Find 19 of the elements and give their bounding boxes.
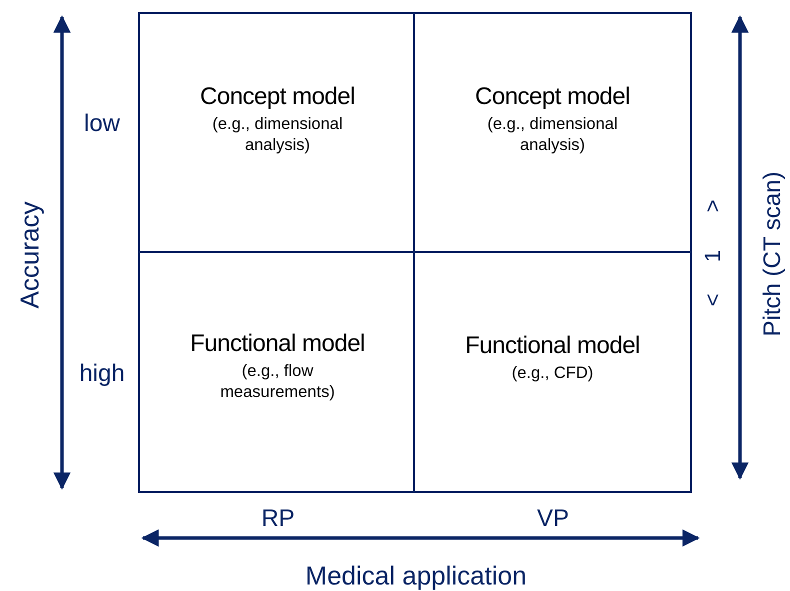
axis-title: Accuracy — [14, 202, 46, 308]
model-title: Concept model — [200, 83, 355, 112]
model-title: Concept model — [475, 83, 630, 112]
model-title: Functional model — [190, 330, 365, 358]
axis-label: 1 — [700, 250, 726, 262]
axis-label: > — [700, 200, 726, 212]
example-text: (e.g., dimensional analysis) — [211, 114, 344, 156]
axis-label: high — [79, 360, 125, 388]
example-text: (e.g., dimensional analysis) — [486, 114, 619, 156]
example-text: (e.g., flow measurements) — [219, 360, 336, 402]
model-title: Functional model — [465, 332, 640, 360]
axis-label: VP — [537, 505, 569, 533]
example-text: (e.g., CFD) — [512, 363, 594, 384]
quadrant-cell — [413, 251, 692, 493]
axis-label: RP — [261, 505, 295, 533]
axis-label: < — [700, 294, 726, 306]
axis-title: Pitch (CT scan) — [759, 172, 787, 336]
axis-label: low — [84, 110, 120, 138]
axis-title: Medical application — [305, 560, 527, 591]
